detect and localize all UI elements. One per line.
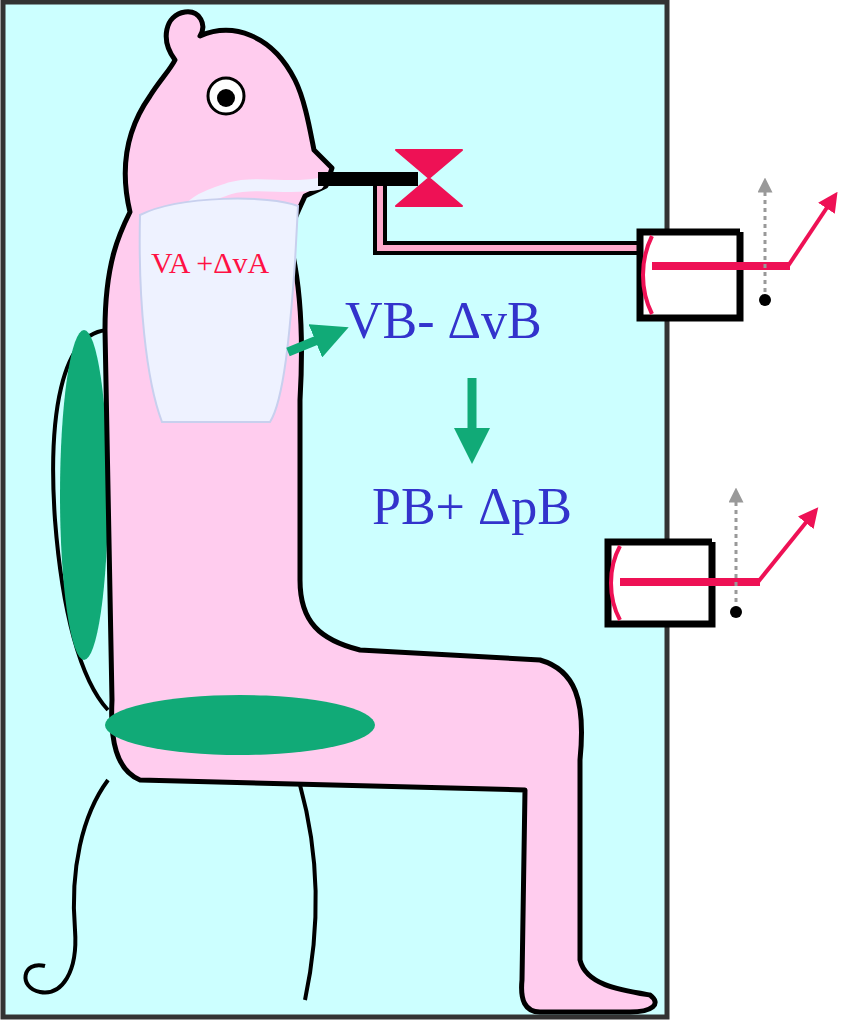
motion-arrow <box>735 495 738 610</box>
label-holder: VB- ΔvB <box>345 292 542 349</box>
eye <box>208 78 244 114</box>
chair-backrest <box>60 330 108 660</box>
recorder-lever <box>788 200 832 266</box>
chair-leg <box>25 780 108 992</box>
mouth-pressure-cylinder <box>640 232 740 318</box>
subject-body <box>105 12 655 1012</box>
alveolar-volume-label: VA +ΔvA <box>150 246 270 279</box>
flow-arrow <box>468 378 477 446</box>
lungs <box>140 199 298 422</box>
recorder-lever <box>758 515 812 582</box>
piston <box>611 546 620 620</box>
chair-leg <box>300 785 316 1000</box>
box-volume-label: VB- ΔvB <box>345 292 542 349</box>
pupil <box>217 89 235 107</box>
piston <box>643 236 652 314</box>
cabin-box <box>3 2 667 1017</box>
chair-frame <box>53 330 110 710</box>
pivot <box>730 606 742 618</box>
mouthpiece <box>318 172 418 186</box>
box-pressure-label: PB+ ΔpB <box>372 478 572 535</box>
motion-arrow <box>764 185 767 300</box>
chair-seat <box>105 695 375 755</box>
flow-arrow <box>288 334 332 352</box>
piston-rod <box>620 578 760 586</box>
shutter-valve <box>396 150 462 206</box>
label-holder: VA +ΔvA <box>150 246 270 279</box>
pivot <box>759 294 771 306</box>
label-holder: PB+ ΔpB <box>372 478 572 535</box>
piston-rod <box>652 262 790 270</box>
